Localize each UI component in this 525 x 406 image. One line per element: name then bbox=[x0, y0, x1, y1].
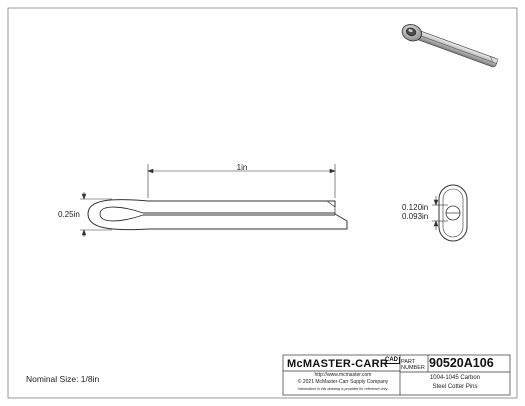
end-view-dimension bbox=[432, 196, 448, 230]
cad-mark: CAD bbox=[384, 357, 400, 364]
part-number: 90520A106 bbox=[429, 356, 494, 370]
nominal-size: Nominal Size: 1/8in bbox=[26, 374, 100, 384]
description-line2: Steel Cotter Pins bbox=[432, 384, 478, 390]
part-description: 1004-1045 Carbon Steel Cotter Pins bbox=[401, 374, 509, 392]
part-number-label: PART NUMBER bbox=[401, 359, 425, 371]
brand-logo: McMASTER-CARR bbox=[287, 358, 389, 370]
diameter-inner-label: 0.093in bbox=[402, 212, 428, 221]
isometric-preview bbox=[401, 24, 499, 68]
height-label: 0.25in bbox=[58, 210, 80, 219]
side-view bbox=[87, 199, 348, 231]
diameter-outer-label: 0.120in bbox=[402, 203, 428, 212]
height-dimension bbox=[80, 192, 112, 237]
sheet-border bbox=[7, 7, 518, 399]
length-dimension bbox=[147, 164, 336, 198]
title-block-frame bbox=[282, 354, 511, 396]
website-url: http://www.mcmaster.com bbox=[314, 372, 372, 378]
description-line1: 1004-1045 Carbon bbox=[429, 375, 481, 381]
part-label-line2: NUMBER bbox=[401, 365, 425, 371]
length-label: 1in bbox=[237, 163, 248, 172]
disclaimer-text: Information in this drawing is provided … bbox=[297, 387, 389, 391]
title-block: McMASTER-CARR CAD http://www.mcmaster.co… bbox=[283, 355, 510, 395]
copyright-text: © 2021 McMaster-Carr Supply Company bbox=[297, 379, 389, 385]
part-label-line1: PART bbox=[401, 359, 416, 365]
end-view bbox=[438, 184, 468, 242]
